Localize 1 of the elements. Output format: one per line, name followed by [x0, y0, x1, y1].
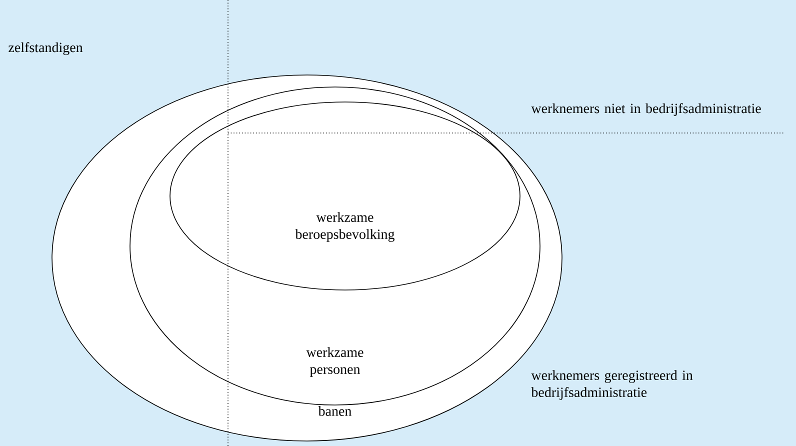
region-label: zelfstandigen: [8, 42, 83, 56]
